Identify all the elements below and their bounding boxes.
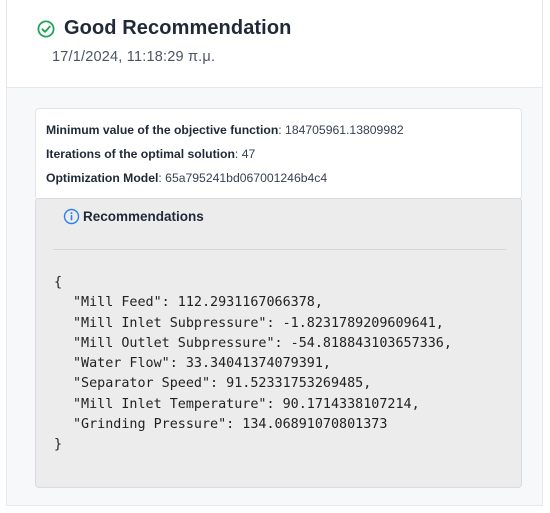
iterations-value: 47: [241, 147, 256, 161]
json-entry: "Mill Outlet Subpressure": -54.818843103…: [73, 335, 452, 351]
check-circle-icon: [36, 19, 56, 39]
card-header: Good Recommendation 17/1/2024, 11:18:29 …: [7, 0, 542, 88]
model-value: 65a795241bd067001246b4c4: [165, 171, 328, 185]
json-close-brace: }: [54, 437, 63, 453]
iterations-label: Iterations of the optimal solution: [46, 147, 235, 161]
json-entry: "Mill Inlet Subpressure": -1.82317892096…: [73, 315, 444, 331]
timestamp: 17/1/2024, 11:18:29 π.μ.: [52, 49, 216, 65]
divider: [53, 249, 506, 250]
objective-min-label: Minimum value of the objective function: [46, 123, 279, 137]
model-line: Optimization Model: 65a795241bd067001246…: [46, 171, 328, 185]
json-entry: "Water Flow": 33.34041374079391,: [73, 356, 331, 372]
json-entry: "Separator Speed": 91.52331753269485,: [73, 376, 372, 392]
iterations-line: Iterations of the optimal solution: 47: [46, 147, 256, 161]
objective-min-value: 184705961.13809982: [285, 123, 404, 137]
summary-panel: Minimum value of the objective function:…: [35, 108, 522, 200]
json-entry: "Mill Feed": 112.2931167066378,: [73, 295, 323, 311]
json-open-brace: {: [54, 275, 63, 290]
recommendations-json: { "Mill Feed": 112.2931167066378, "Mill In…: [54, 273, 452, 456]
title-row: Good Recommendation: [36, 17, 291, 40]
model-label: Optimization Model: [46, 171, 159, 185]
info-icon: [63, 208, 80, 225]
recommendations-panel: Recommendations { "Mill Feed": 112.293116…: [35, 198, 522, 488]
objective-min-line: Minimum value of the objective function:…: [46, 123, 404, 137]
recommendations-title: Recommendations: [83, 209, 204, 224]
page-title: Good Recommendation: [64, 17, 292, 39]
json-entry: "Mill Inlet Temperature": 90.17143381072…: [73, 396, 420, 412]
recommendation-card: Good Recommendation 17/1/2024, 11:18:29 …: [6, 0, 543, 506]
json-entry: "Grinding Pressure": 134.06891070801373: [73, 417, 388, 433]
recommendations-header: Recommendations: [63, 208, 204, 225]
